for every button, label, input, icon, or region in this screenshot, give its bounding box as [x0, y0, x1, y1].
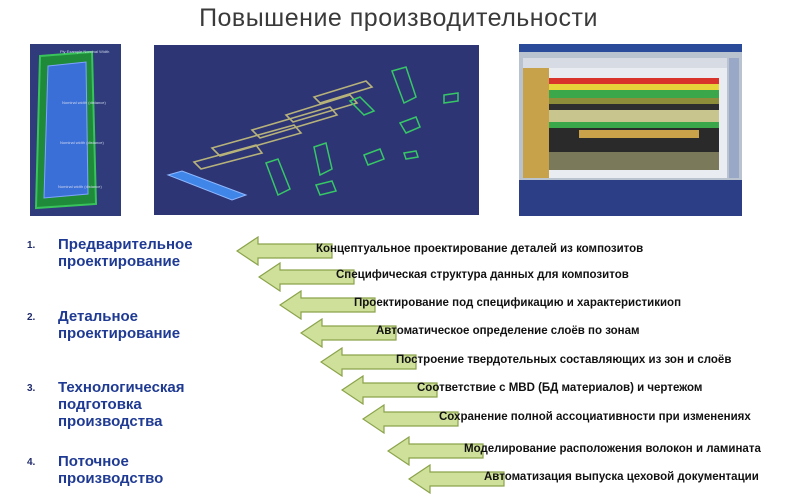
ply-label-2: Nominal width (distance)	[62, 100, 106, 105]
arrow-item: Автоматическое определение слоёв по зона…	[300, 318, 680, 348]
arrow-item: Специфическая структура данных для компо…	[258, 262, 678, 292]
step-label: Поточное производство	[58, 453, 258, 487]
left-arrow-icon	[279, 290, 376, 320]
left-arrow-icon	[387, 436, 484, 466]
left-arrow-icon	[320, 347, 417, 377]
step-label: Детальное проектирование	[58, 308, 258, 342]
ply-design-screenshot: Ply Example Nominal Width Nominal width …	[30, 44, 121, 216]
arrow-text: Построение твердотельных составляющих из…	[396, 354, 732, 366]
left-arrow-icon	[408, 464, 505, 494]
step-label-line: подготовка	[58, 396, 142, 413]
arrow-item: Моделирование расположения волокон и лам…	[387, 436, 795, 466]
step-label-line: Поточное	[58, 453, 129, 470]
ply-shape-drawing	[34, 50, 98, 210]
arrow-text: Сохранение полной ассоциативности при из…	[439, 411, 751, 423]
left-arrow-icon	[258, 262, 355, 292]
left-arrow-icon	[236, 236, 333, 266]
step-label-line: Детальное	[58, 308, 139, 325]
step-label: Технологическая подготовка производства	[58, 379, 258, 430]
arrow-item: Автоматизация выпуска цеховой документац…	[408, 464, 797, 494]
zones-3d-screenshot	[154, 45, 479, 215]
left-arrow-icon	[362, 404, 459, 434]
arrow-text: Моделирование расположения волокон и лам…	[464, 443, 761, 455]
arrow-text: Концептуальное проектирование деталей из…	[316, 243, 644, 255]
arrow-text: Специфическая структура данных для компо…	[336, 269, 629, 281]
step-label-line: производство	[58, 470, 164, 487]
laminate-table-drawing	[519, 44, 742, 216]
arrow-text: Проектирование под спецификацию и характ…	[354, 297, 682, 309]
left-arrow-icon	[341, 375, 438, 405]
step-number: 2.	[27, 312, 36, 323]
step-number: 1.	[27, 240, 36, 251]
zones-drawing	[166, 66, 459, 201]
arrow-item: Построение твердотельных составляющих из…	[320, 347, 760, 377]
step-label: Предварительное проектирование	[58, 236, 258, 270]
arrow-text: Автоматизация выпуска цеховой документац…	[484, 471, 759, 483]
arrow-item: Соответствие с MBD (БД материалов) и чер…	[341, 375, 751, 405]
step-label-line: Предварительное	[58, 236, 193, 253]
page-title: Повышение производительности	[199, 4, 598, 32]
arrow-text: Автоматическое определение слоёв по зона…	[376, 325, 640, 337]
ply-label-4: Nominal width (distance)	[58, 184, 102, 189]
step-label-line: проектирование	[58, 325, 181, 342]
step-number: 3.	[27, 383, 36, 394]
step-label-line: Технологическая	[58, 379, 185, 396]
laminate-table-screenshot	[519, 44, 742, 216]
arrow-text: Соответствие с MBD (БД материалов) и чер…	[417, 382, 703, 394]
arrow-item: Концептуальное проектирование деталей из…	[236, 236, 691, 266]
step-label-line: проектирование	[58, 253, 181, 270]
ply-label-3: Nominal width (distance)	[60, 140, 104, 145]
step-label-line: производства	[58, 413, 163, 430]
ply-label-1: Ply Example Nominal Width	[60, 49, 110, 54]
arrow-item: Сохранение полной ассоциативности при из…	[362, 404, 792, 434]
arrow-item: Проектирование под спецификацию и характ…	[279, 290, 729, 320]
left-arrow-icon	[300, 318, 397, 348]
step-number: 4.	[27, 457, 36, 468]
